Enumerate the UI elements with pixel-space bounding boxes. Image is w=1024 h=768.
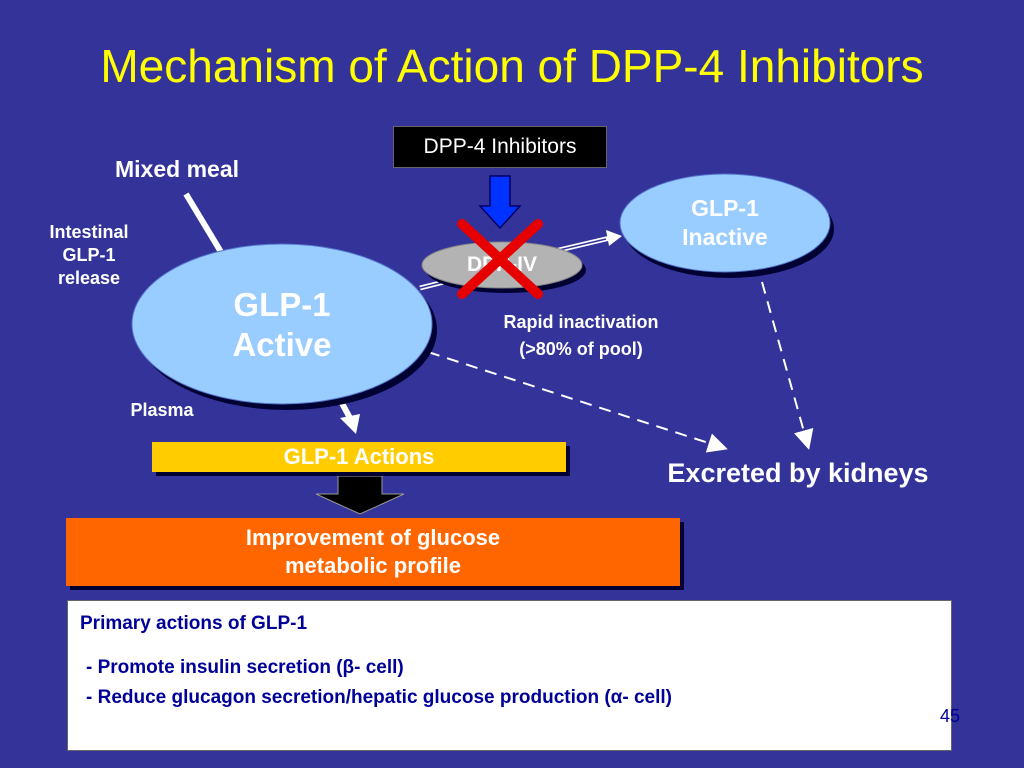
primary-action-item: - Promote insulin secretion (β- cell) (86, 657, 404, 678)
improvement-box: Improvement of glucose metabolic profile (66, 518, 680, 586)
meal-to-glp1-line (183, 192, 224, 254)
inactive-to-kidneys-dashed (761, 281, 814, 450)
glp1-inactive-label: GLP-1 Inactive (682, 195, 768, 250)
primary-action-item: - Reduce glucagon secretion/hepatic gluc… (86, 687, 672, 708)
block-down-arrow-icon (478, 175, 522, 230)
dppiv-to-inactive-arrowhead (606, 230, 622, 246)
page-number: 45 (939, 706, 961, 726)
dpp4-inhibitors-box: DPP-4 Inhibitors (393, 126, 607, 168)
glp1-to-actions-arrowhead (340, 414, 360, 434)
intestinal-release-label: Intestinal GLP-1 release (49, 222, 129, 288)
actions-to-improvement-arrow (315, 475, 405, 515)
rapid-inactivation-label: Rapid inactivation (>80% of pool) (503, 312, 659, 359)
red-x-icon (457, 219, 543, 299)
primary-actions-box: Primary actions of GLP-1 - Promote insul… (67, 600, 952, 751)
glp1-inactive-ellipse (619, 173, 831, 273)
glp1-active-ellipse (131, 243, 433, 405)
mixed-meal-label: Mixed meal (115, 156, 239, 182)
plasma-label: Plasma (130, 400, 194, 420)
page-title: Mechanism of Action of DPP-4 Inhibitors (100, 40, 924, 92)
glp1-actions-bar: GLP-1 Actions (152, 442, 566, 472)
excreted-by-kidneys-label: Excreted by kidneys (667, 458, 929, 488)
glp1-active-label: GLP-1 Active (232, 286, 332, 363)
primary-actions-heading: Primary actions of GLP-1 (80, 613, 308, 634)
active-to-kidneys-dashed (427, 351, 728, 453)
